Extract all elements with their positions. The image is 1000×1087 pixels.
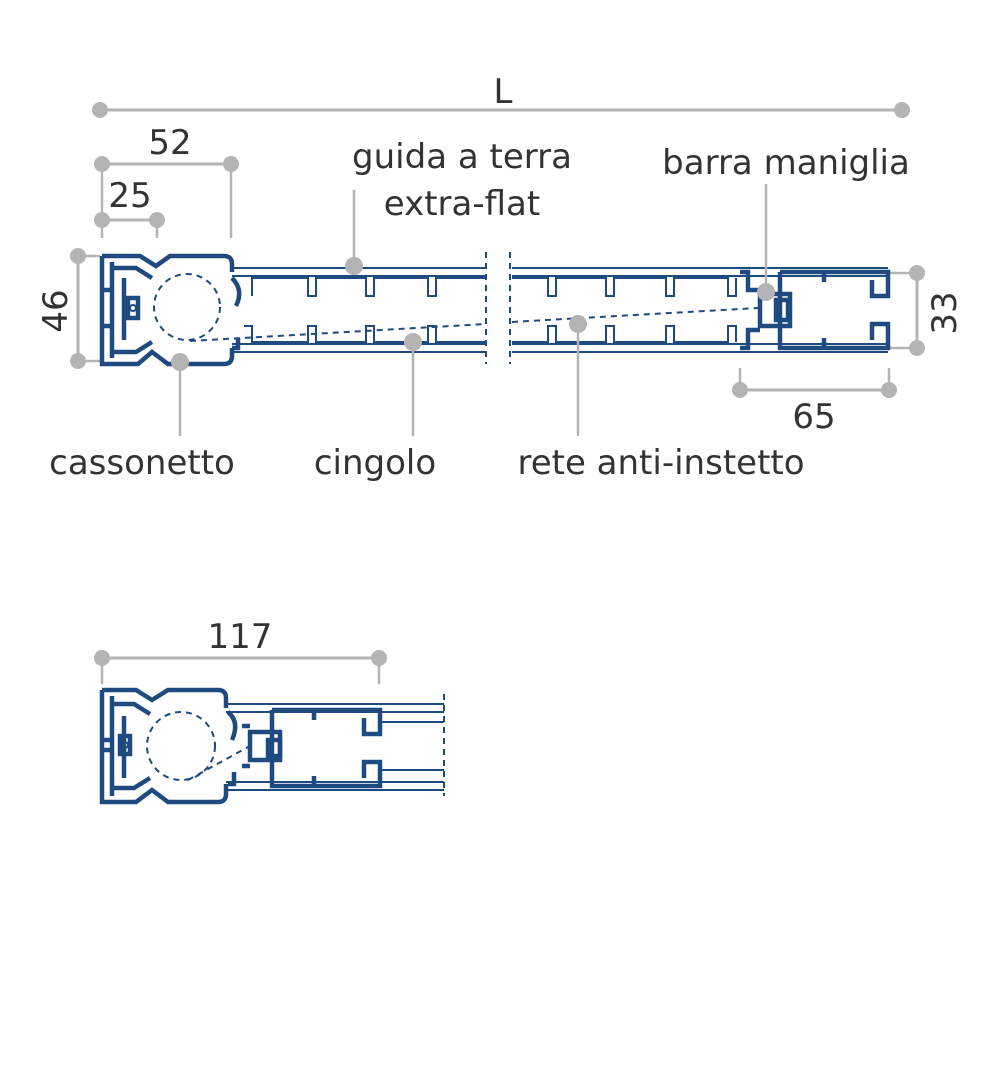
label-cassonetto: cassonetto xyxy=(49,353,235,483)
dimension-25-label: 25 xyxy=(108,176,151,216)
dimension-length: L xyxy=(92,72,910,118)
cassonetto-label: cassonetto xyxy=(49,443,235,483)
rete-label: rete anti-instetto xyxy=(517,443,804,483)
dimension-52-label: 52 xyxy=(148,123,191,163)
dimension-33: 33 xyxy=(888,265,965,356)
dimension-46-label: 46 xyxy=(36,289,76,332)
dimension-117: 117 xyxy=(94,617,387,684)
label-rete: rete anti-instetto xyxy=(517,315,805,483)
cingolo-label: cingolo xyxy=(314,443,436,483)
barra-label: barra maniglia xyxy=(662,143,910,183)
dimension-25: 25 xyxy=(94,176,165,238)
label-guida: guida a terra extra-flat xyxy=(345,137,572,275)
dimension-117-label: 117 xyxy=(208,617,273,657)
dimension-length-label: L xyxy=(494,72,513,112)
profile-open xyxy=(99,252,891,367)
label-barra: barra maniglia xyxy=(662,143,910,301)
label-cingolo: cingolo xyxy=(314,333,436,483)
profile-closed xyxy=(99,687,445,805)
guida-label-line2: extra-flat xyxy=(384,184,540,224)
dimension-33-label: 33 xyxy=(925,291,965,334)
dimension-65: 65 xyxy=(732,368,897,437)
dimension-65-label: 65 xyxy=(792,397,835,437)
dimension-46: 46 xyxy=(36,248,100,369)
guida-label-line1: guida a terra xyxy=(352,137,572,177)
dimension-52: 52 xyxy=(94,123,239,238)
